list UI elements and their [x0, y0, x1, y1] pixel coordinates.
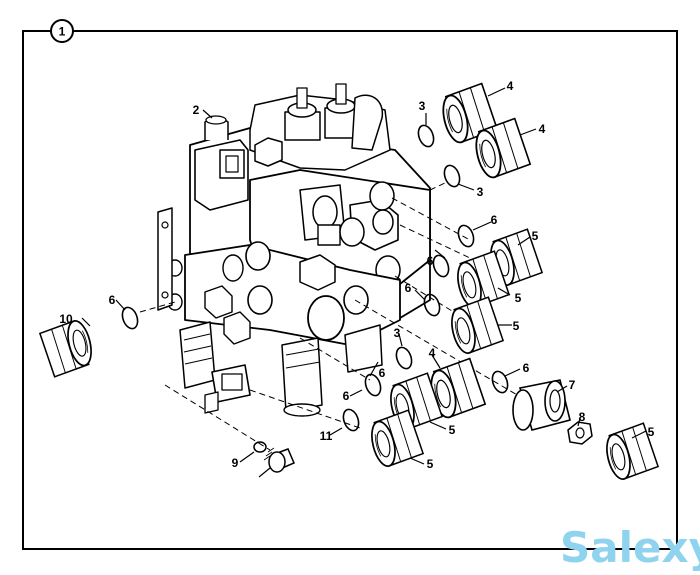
hex-nut-part-8 [567, 421, 593, 445]
callout-6: 6 [523, 361, 530, 375]
callout-8: 8 [579, 410, 586, 424]
callout-2: 2 [193, 103, 200, 117]
callout-4: 4 [507, 79, 514, 93]
figure-badge: 1 [50, 19, 74, 43]
callout-11: 9 [232, 456, 239, 470]
callout-10: 10 [59, 312, 73, 326]
callout-7: 7 [569, 378, 576, 392]
callout-5: 5 [427, 457, 434, 471]
callout-5: 5 [532, 229, 539, 243]
assembly-lines [139, 182, 561, 451]
callout-6: 6 [405, 281, 412, 295]
callout-6: 6 [427, 254, 434, 268]
callout-labels: 2 3 4 4 3 6 5 6 5 6 5 10 6 3 4 6 7 6 5 8… [59, 79, 654, 471]
callout-4: 4 [539, 122, 546, 136]
callout-5: 5 [648, 425, 655, 439]
callout-6: 6 [491, 213, 498, 227]
callout-6: 6 [379, 366, 386, 380]
watermark-logo: Salexy [560, 523, 700, 572]
callout-3: 3 [477, 185, 484, 199]
adapter-part-7 [512, 379, 571, 431]
valve-body [157, 83, 431, 417]
callout-3: 3 [394, 326, 401, 340]
callout-4: 4 [429, 346, 436, 360]
leader-lines [81, 87, 647, 478]
plug-part-9 [263, 447, 295, 473]
callout-5: 5 [513, 319, 520, 333]
callout-3: 3 [419, 99, 426, 113]
callout-6: 6 [109, 293, 116, 307]
o-ring-seals [118, 122, 512, 453]
callout-5: 5 [449, 423, 456, 437]
callout-6: 6 [343, 389, 350, 403]
callout-5: 5 [515, 291, 522, 305]
callout-6: 11 [320, 429, 333, 443]
figure-badge-label: 1 [59, 25, 66, 39]
